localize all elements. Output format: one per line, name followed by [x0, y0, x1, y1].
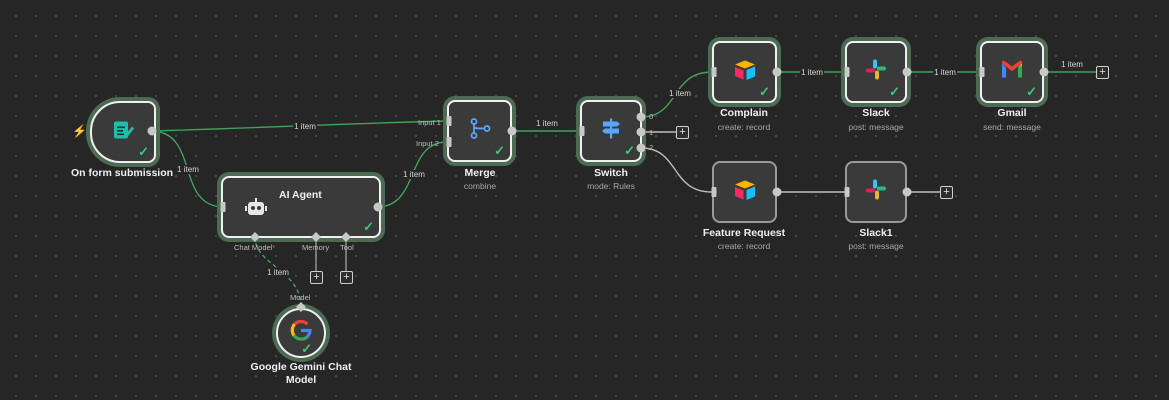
merge-icon	[468, 117, 492, 146]
node-label-line1: Google Gemini Chat	[250, 361, 352, 373]
robot-icon	[245, 197, 267, 224]
node-label: Gmail	[997, 107, 1027, 119]
node-subtitle: mode: Rules	[587, 181, 635, 191]
google-icon	[290, 319, 312, 347]
edge-switch-feature	[640, 147, 713, 193]
output-2-label: 2	[649, 143, 654, 152]
output-handle[interactable]	[772, 67, 782, 77]
output-handle[interactable]	[507, 126, 517, 136]
success-check-icon: ✓	[1026, 84, 1037, 99]
add-tool-button[interactable]: +	[340, 271, 353, 284]
edge-label-form-merge: 1 item	[293, 122, 317, 131]
node-label: Switch	[594, 167, 628, 179]
output-handle[interactable]	[147, 126, 157, 136]
add-node-after-gmail-button[interactable]: +	[1096, 66, 1109, 79]
node-label-line2: Model	[285, 374, 317, 386]
input-2-handle[interactable]	[446, 137, 452, 147]
edge-label-agent-merge: 1 item	[402, 170, 426, 179]
model-port-label: Model	[290, 293, 311, 302]
output-handle[interactable]	[902, 187, 912, 197]
edge-label-gmail-out: 1 item	[1060, 60, 1084, 69]
node-label: On form submission	[70, 167, 174, 179]
tool-port-label: Tool	[340, 243, 354, 252]
form-icon	[111, 118, 135, 147]
edge-label-form-agent: 1 item	[176, 165, 200, 174]
node-label: Merge	[464, 167, 496, 179]
edge-label-slack-gmail: 1 item	[933, 68, 957, 77]
node-switch[interactable]: ✓	[580, 100, 642, 162]
output-1-label: 1	[649, 128, 654, 137]
node-merge[interactable]: ✓	[447, 100, 512, 162]
node-label: Feature Request	[702, 227, 786, 239]
edge-label-merge-switch: 1 item	[535, 119, 559, 128]
edge-label-switch-complain: 1 item	[668, 89, 692, 98]
node-label: Complain	[720, 107, 768, 119]
input-handle[interactable]	[844, 187, 850, 197]
node-label: AI Agent	[279, 189, 322, 201]
add-node-after-slack1-button[interactable]: +	[940, 186, 953, 199]
input-handle[interactable]	[711, 67, 717, 77]
slack-icon	[865, 59, 887, 86]
node-feature-request[interactable]	[712, 161, 777, 223]
output-handle[interactable]	[772, 187, 782, 197]
node-complain[interactable]: ✓	[712, 41, 777, 103]
node-subtitle: create: record	[717, 122, 771, 132]
success-check-icon: ✓	[624, 143, 635, 158]
input-1-handle[interactable]	[446, 116, 452, 126]
slack-icon	[865, 179, 887, 206]
add-memory-button[interactable]: +	[310, 271, 323, 284]
success-check-icon: ✓	[138, 144, 149, 159]
input-handle[interactable]	[220, 202, 226, 212]
add-node-output-1-button[interactable]: +	[676, 126, 689, 139]
output-2-handle[interactable]	[636, 143, 646, 153]
success-check-icon: ✓	[494, 143, 505, 158]
input-handle[interactable]	[844, 67, 850, 77]
output-1-handle[interactable]	[636, 127, 646, 137]
output-handle[interactable]	[1039, 67, 1049, 77]
output-handle[interactable]	[373, 202, 383, 212]
node-gmail[interactable]: ✓	[980, 41, 1044, 103]
node-slack1[interactable]	[845, 161, 907, 223]
node-label: Slack	[862, 107, 890, 119]
chat-model-port-label: Chat Model*	[234, 243, 276, 252]
node-subtitle: post: message	[848, 241, 904, 251]
trigger-bolt-icon: ⚡	[72, 124, 87, 138]
edge-label-complain-slack: 1 item	[800, 68, 824, 77]
gmail-icon	[1000, 60, 1024, 85]
node-subtitle: post: message	[848, 122, 904, 132]
output-0-label: 0	[649, 112, 654, 121]
airtable-icon	[732, 58, 758, 87]
node-subtitle: combine	[463, 181, 497, 191]
output-0-handle[interactable]	[636, 112, 646, 122]
node-on-form-submission[interactable]: ✓	[90, 101, 156, 163]
edge-gemini-agent	[254, 236, 302, 308]
node-slack[interactable]: ✓	[845, 41, 907, 103]
success-check-icon: ✓	[889, 84, 900, 99]
node-subtitle: create: record	[717, 241, 771, 251]
input-handle[interactable]	[579, 126, 585, 136]
output-handle[interactable]	[902, 67, 912, 77]
success-check-icon: ✓	[759, 84, 770, 99]
success-check-icon: ✓	[363, 219, 374, 234]
input-2-label: Input 2	[416, 139, 439, 148]
success-check-icon: ✓	[301, 341, 312, 356]
node-ai-agent[interactable]: AI Agent ✓	[221, 176, 381, 238]
airtable-icon	[732, 178, 758, 207]
input-handle[interactable]	[711, 187, 717, 197]
node-label: Slack1	[859, 227, 893, 239]
signpost-icon	[599, 117, 623, 146]
input-1-label: Input 1	[418, 118, 441, 127]
input-handle[interactable]	[979, 67, 985, 77]
edge-label-gemini-agent: 1 item	[266, 268, 290, 277]
node-google-gemini-chat-model[interactable]: ✓	[276, 308, 326, 358]
node-subtitle: send: message	[983, 122, 1041, 132]
memory-port-label: Memory	[302, 243, 330, 252]
